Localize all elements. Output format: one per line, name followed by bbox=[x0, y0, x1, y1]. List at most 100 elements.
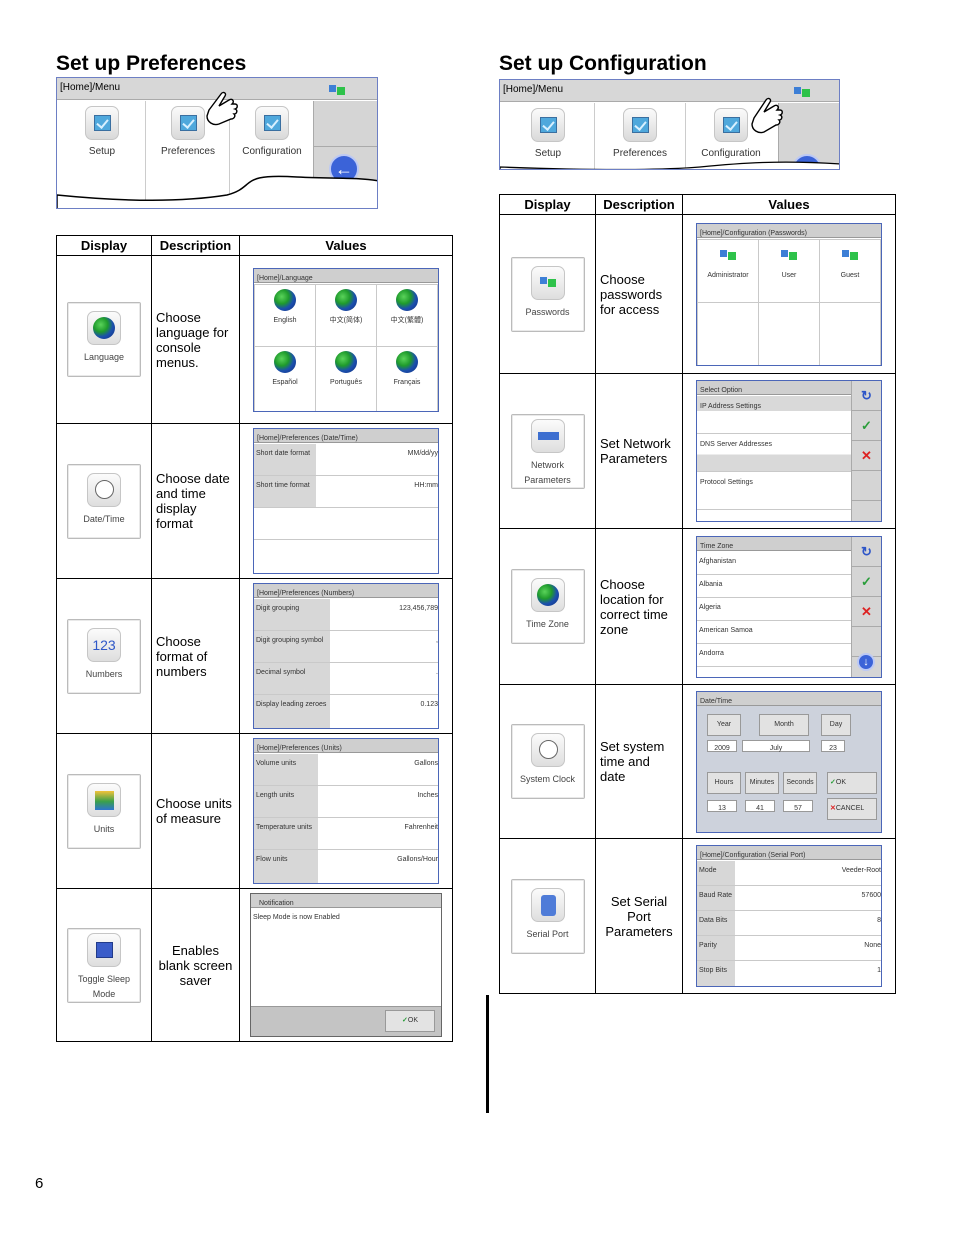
lang-english[interactable]: English bbox=[254, 283, 316, 347]
password-user[interactable]: User bbox=[758, 238, 820, 303]
configuration-menu-screenshot: [Home]/Menu Setup Preferences Configurat… bbox=[499, 79, 840, 170]
torn-edge bbox=[57, 175, 377, 208]
cancel-button[interactable]: ✕ bbox=[852, 441, 881, 471]
language-tile: Language bbox=[67, 302, 141, 377]
table-row: Network Parameters bbox=[499, 373, 596, 529]
password-guest[interactable]: Guest bbox=[819, 238, 881, 303]
configuration-icon bbox=[255, 106, 289, 140]
ok-button[interactable]: ✓OK bbox=[827, 771, 877, 794]
pointing-hand-icon bbox=[206, 91, 238, 126]
col-description: Description bbox=[151, 235, 240, 256]
menu-title: [Home]/Menu bbox=[500, 80, 839, 102]
timezone-globe-icon bbox=[530, 578, 565, 612]
timezone-tile: Time Zone bbox=[510, 569, 585, 644]
lang-spanish[interactable]: Español bbox=[254, 345, 316, 411]
users-icon bbox=[329, 85, 345, 97]
units-icon bbox=[87, 782, 121, 817]
tz-algeria[interactable]: Algeria bbox=[697, 598, 853, 621]
seconds-field[interactable]: 57 bbox=[783, 799, 813, 812]
protocol-settings[interactable]: Protocol Settings bbox=[697, 472, 853, 510]
refresh-button[interactable]: ↻ bbox=[852, 381, 881, 411]
datetime-panel: [Home]/Preferences (Date/Time) Short dat… bbox=[253, 428, 439, 574]
serial-port-tile: Serial Port bbox=[510, 878, 585, 954]
setup-icon bbox=[531, 108, 565, 142]
globe-icon bbox=[274, 350, 296, 373]
lang-chinese-traditional[interactable]: 中文(繁體) bbox=[376, 283, 438, 347]
check-button[interactable]: ✓ bbox=[852, 411, 881, 441]
tz-afghanistan[interactable]: Afghanistan bbox=[697, 552, 853, 575]
day-field[interactable]: 23 bbox=[821, 739, 845, 752]
hours-label: Hours bbox=[707, 771, 741, 794]
month-label: Month bbox=[759, 713, 809, 736]
row-description: Enables blank screen saver bbox=[151, 888, 240, 1042]
setup-tile[interactable]: Setup bbox=[63, 106, 141, 157]
col-display: Display bbox=[56, 235, 152, 256]
hours-field[interactable]: 13 bbox=[707, 799, 737, 812]
configuration-icon bbox=[714, 108, 748, 142]
minutes-label: Minutes bbox=[745, 771, 779, 794]
numbers-icon: 123 bbox=[87, 627, 121, 662]
preferences-heading: Set up Preferences bbox=[56, 52, 247, 75]
clock-calendar-icon bbox=[87, 472, 121, 507]
passwords-panel: [Home]/Configuration (Passwords) Adminis… bbox=[696, 222, 882, 366]
network-tile: Network Parameters bbox=[510, 413, 585, 489]
year-field[interactable]: 2009 bbox=[707, 739, 737, 752]
numbers-tile: 123 Numbers bbox=[67, 618, 141, 694]
digit-grouping-symbol-row[interactable]: Digit grouping symbol, bbox=[254, 631, 438, 663]
row-description: Choose location for correct time zone bbox=[595, 528, 683, 685]
scroll-down-button[interactable]: ↓ bbox=[857, 652, 875, 671]
configuration-heading: Set up Configuration bbox=[499, 52, 707, 75]
configuration-tile[interactable]: Configuration bbox=[233, 106, 311, 157]
col-description: Description bbox=[595, 194, 683, 215]
tz-andorra[interactable]: Andorra bbox=[697, 644, 853, 667]
user-icon bbox=[781, 249, 797, 262]
month-field[interactable]: July bbox=[742, 739, 810, 752]
minutes-field[interactable]: 41 bbox=[745, 799, 775, 812]
cancel-button[interactable]: ✕ bbox=[852, 597, 881, 627]
users-icon bbox=[794, 87, 810, 99]
password-administrator[interactable]: Administrator bbox=[697, 238, 759, 303]
ok-button[interactable]: ✓OK bbox=[385, 1010, 435, 1032]
configuration-tile[interactable]: Configuration bbox=[687, 108, 775, 159]
column-divider bbox=[486, 995, 489, 1113]
lang-portuguese[interactable]: Português bbox=[315, 345, 377, 411]
dns-server-addresses[interactable]: DNS Server Addresses bbox=[697, 434, 853, 472]
admin-icon bbox=[720, 249, 736, 262]
row-description: Set Network Parameters bbox=[595, 373, 683, 529]
timezone-panel: Time Zone Afghanistan Albania Algeria Am… bbox=[696, 535, 882, 678]
seconds-label: Seconds bbox=[783, 771, 817, 794]
lang-french[interactable]: Français bbox=[376, 345, 438, 411]
ip-address-settings[interactable]: IP Address Settings bbox=[697, 396, 853, 434]
pointing-hand-icon bbox=[751, 97, 783, 134]
check-button[interactable]: ✓ bbox=[852, 567, 881, 597]
torn-edge bbox=[500, 161, 839, 169]
refresh-button[interactable]: ↻ bbox=[852, 537, 881, 567]
preferences-tile[interactable]: Preferences bbox=[149, 106, 227, 157]
preferences-icon bbox=[171, 106, 205, 140]
decimal-symbol-row[interactable]: Decimal symbol. bbox=[254, 663, 438, 695]
table-row: Serial Port bbox=[499, 838, 596, 994]
row-description: Choose date and time display format bbox=[151, 423, 240, 579]
tz-american-samoa[interactable]: American Samoa bbox=[697, 621, 853, 644]
setup-tile[interactable]: Setup bbox=[504, 108, 592, 159]
lang-chinese-simplified[interactable]: 中文(简体) bbox=[315, 283, 377, 347]
tz-albania[interactable]: Albania bbox=[697, 575, 853, 598]
preferences-tile[interactable]: Preferences bbox=[596, 108, 684, 159]
sleep-mode-tile: Toggle Sleep Mode bbox=[67, 927, 141, 1003]
table-row: Units bbox=[56, 733, 152, 889]
cancel-button[interactable]: ✕CANCEL bbox=[827, 797, 877, 820]
